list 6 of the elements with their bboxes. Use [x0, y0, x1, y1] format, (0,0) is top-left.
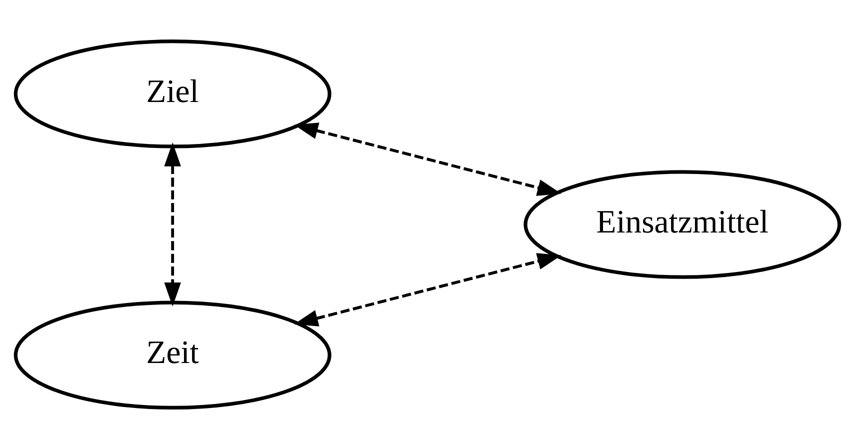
- node-ellipse: Einsatzmittel: [524, 170, 842, 278]
- node-ellipse: Ziel: [14, 38, 332, 148]
- arrow: [164, 142, 181, 306]
- arrow: [294, 122, 562, 196]
- arrow: [294, 252, 562, 326]
- node-ellipse: Zeit: [14, 300, 332, 410]
